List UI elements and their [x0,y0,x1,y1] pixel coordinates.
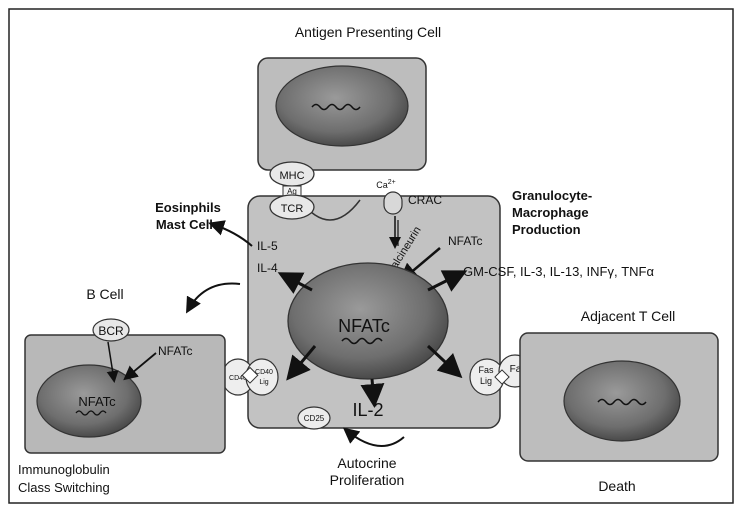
nfatc-cytoplasm-label: NFATc [448,234,482,248]
apc-nucleus [276,66,408,146]
cd40-ligand-label-2: Lig [259,379,268,386]
class-switching-label: Class Switching [18,480,110,495]
adjacent-t-cell-title: Adjacent T Cell [581,308,675,324]
b-cell-arrow [188,284,240,310]
nucleus-nfatc-label: NFATc [338,316,390,336]
macrophage-label: Macrophage [512,205,589,220]
il4-label: IL-4 [257,261,278,275]
b-cell-cytoplasm-nfatc: NFATc [158,344,192,358]
tcr-label: TCR [281,203,304,215]
fas-ligand-label-1: Fas [478,365,494,375]
il2-arrow [372,379,374,402]
fas-ligand-label-2: Lig [480,376,492,386]
apc-title: Antigen Presenting Cell [295,24,441,40]
crac-label: CRAC [408,193,442,207]
mast-cells-label: Mast Cells [156,217,220,232]
bcr-label: BCR [98,324,124,338]
b-cell-nucleus-nfatc: NFATc [78,394,116,409]
b-cell-title: B Cell [86,286,123,302]
death-label: Death [598,478,635,494]
il5-label: IL-5 [257,239,278,253]
calcium-label: Ca2+ [376,179,396,190]
eosinophils-label: Eosinphils [155,200,221,215]
crac-channel [384,192,402,214]
autocrine-label: Autocrine [337,455,396,471]
production-label: Production [512,222,581,237]
cytokine-list: GM-CSF, IL-3, IL-13, INFγ, TNFα [463,264,654,279]
proliferation-label: Proliferation [330,472,405,488]
cd25-label: CD25 [304,414,325,423]
il2-label: IL-2 [352,400,383,420]
immunoglobulin-label: Immunoglobulin [18,462,110,477]
autocrine-arrow [346,430,404,446]
mhc-label: MHC [279,170,304,182]
granulocyte-label: Granulocyte- [512,188,592,203]
